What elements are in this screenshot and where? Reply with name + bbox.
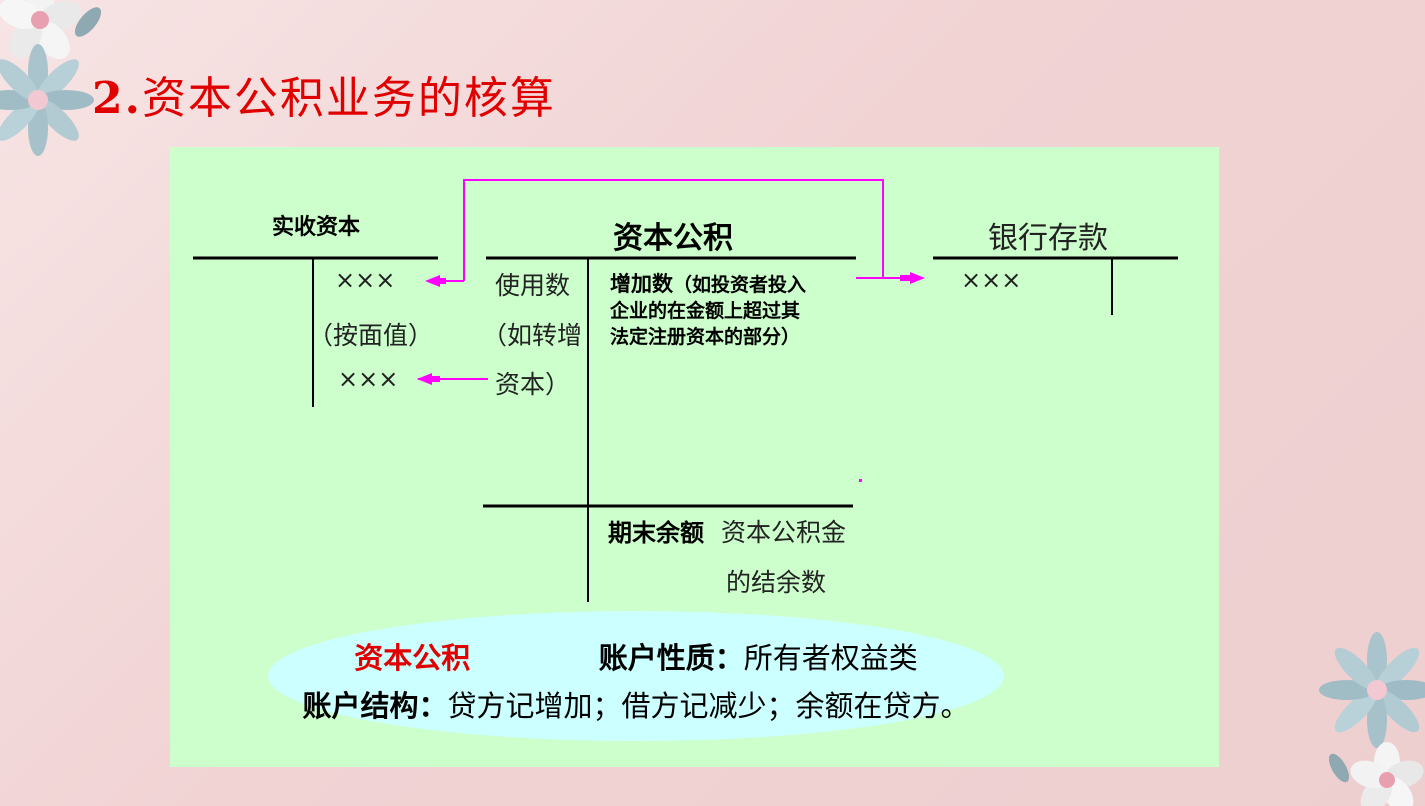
- reserve-credit-note-1: （如投资者投入: [673, 274, 807, 296]
- paid-in-account-name: 实收资本: [272, 215, 361, 240]
- reserve-debit-label: 使用数: [495, 271, 571, 300]
- summary-structure-label: 账户结构：: [302, 689, 448, 723]
- flower-top-left-icon: [0, 0, 102, 156]
- bank-account-name: 银行存款: [988, 221, 1108, 256]
- paid-in-credit-2: ×××: [338, 365, 399, 393]
- arrow-to-paid-in-bottom: [417, 373, 432, 385]
- reserve-credit-note-2: 企业的在金额上超过其: [610, 300, 801, 322]
- reserve-credit-title: 增加数: [610, 272, 673, 296]
- reserve-debit-note-2: 资本）: [495, 370, 571, 399]
- summary-nature-value: 所有者权益类: [743, 641, 918, 675]
- arrow-to-bank: [910, 272, 925, 284]
- reserve-debit-note-1: （如转增: [482, 321, 583, 350]
- summary-structure-value: 贷方记增加；借方记减少；余额在贷方。: [447, 689, 970, 723]
- paid-in-credit-1: ×××: [335, 266, 396, 294]
- reserve-balance-note-1: 资本公积金: [721, 518, 847, 547]
- bank-debit-1: ×××: [961, 266, 1022, 294]
- title-number: 2.: [92, 73, 142, 124]
- reserve-balance-label: 期末余额: [608, 519, 704, 547]
- title-text: 资本公积业务的核算: [141, 73, 556, 124]
- summary-row-2: 账户结构：贷方记增加；借方记减少；余额在贷方。: [268, 683, 1004, 725]
- paid-in-note: （按面值）: [308, 321, 434, 350]
- connector-bank-to-reserve: [463, 179, 916, 281]
- summary-row-1: 资本公积 账户性质：所有者权益类: [268, 635, 1004, 677]
- diagram-lines: [193, 179, 1178, 602]
- slide-title: 2.资本公积业务的核算: [92, 62, 556, 126]
- summary-nature-label: 账户性质：: [598, 641, 744, 675]
- reserve-credit-note-3: 法定注册资本的部分）: [610, 326, 801, 348]
- arrow-to-paid-in-top: [425, 275, 440, 287]
- summary-oval: 资本公积 账户性质：所有者权益类 账户结构：贷方记增加；借方记减少；余额在贷方。: [268, 611, 1004, 741]
- summary-account-name: 资本公积: [354, 641, 471, 675]
- reserve-account-name: 资本公积: [613, 221, 733, 256]
- flower-bottom-right-icon: [1319, 632, 1425, 806]
- reserve-balance-note-2: 的结余数: [726, 568, 827, 597]
- reserve-credit-label: 增加数（如投资者投入 企业的在金额上超过其 法定注册资本的部分）: [610, 271, 806, 350]
